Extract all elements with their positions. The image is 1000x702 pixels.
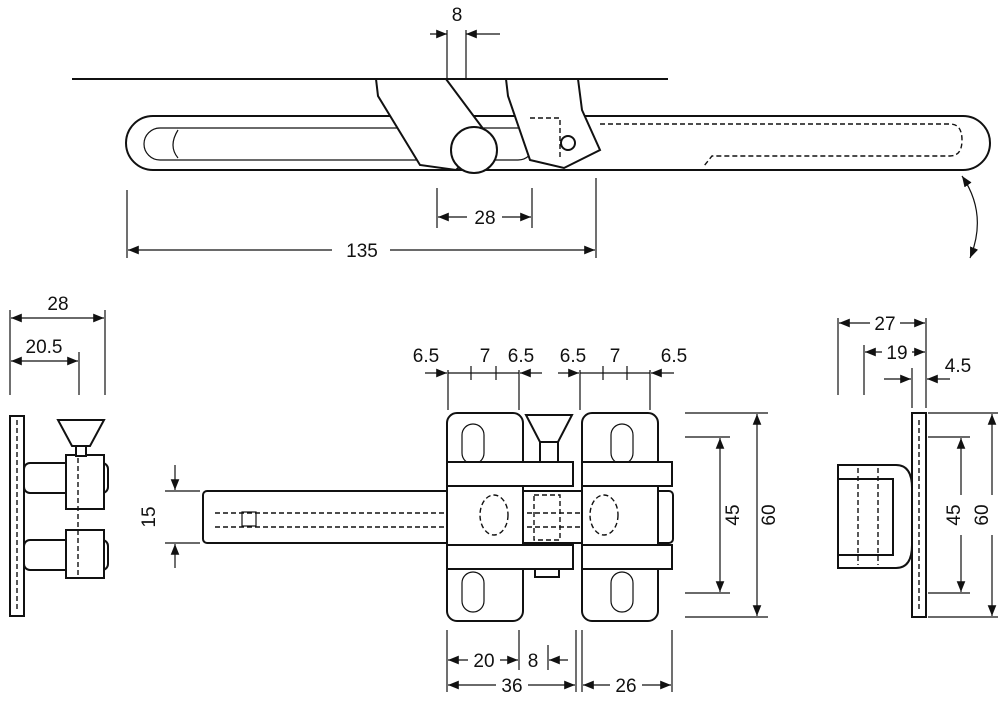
dim-top-28: 28 [474,208,495,229]
dim-right-60: 60 [972,504,993,525]
slider-knob [450,126,498,174]
dim-left-20-5: 20.5 [26,337,63,358]
hidden-pivot-line [530,117,561,160]
pivot-bracket [504,78,602,170]
right-plate-slot-bottom [610,571,634,613]
front-view: 15 6.5 7 6.5 6.5 7 6.5 45 60 [139,346,791,697]
pivot-pin [560,135,576,151]
hidden-slot-line [600,123,963,167]
swing-arrow [961,175,979,259]
dim-front-8: 8 [528,651,539,672]
dim-front-45: 45 [723,504,744,525]
right-base-plate [911,412,927,618]
right-view: 27 19 4.5 45 60 [837,312,1000,618]
dim-right-4-5: 4.5 [945,356,971,377]
top-view: 8 28 135 [72,5,991,262]
dim-front-top-left-a: 6.5 [413,346,439,367]
dim-top-135: 135 [346,241,378,262]
dim-front-top-left-b: 7 [480,346,491,367]
dim-front-top-right-b: 7 [610,346,621,367]
dim-front-top-right-c: 6.5 [661,346,687,367]
right-plate [581,412,659,622]
left-upper-block [65,454,105,510]
left-plate [446,412,524,622]
dim-right-19: 19 [886,343,907,364]
right-bolt-end [837,478,894,556]
dim-front-60: 60 [759,504,780,525]
left-lower-block [65,529,105,579]
dim-front-36: 36 [501,676,522,697]
left-plate-slot-bottom [461,571,485,613]
dim-front-20: 20 [473,651,494,672]
dim-right-27: 27 [874,314,895,335]
front-knob [524,414,574,443]
dim-left-28: 28 [47,294,68,315]
bolt-bar [202,490,674,544]
left-view: 28 20.5 [9,294,109,617]
dim-right-45: 45 [944,504,965,525]
dim-front-top-left-c: 6.5 [508,346,534,367]
dim-front-15: 15 [139,506,160,527]
dim-front-top-right-a: 6.5 [560,346,586,367]
slot-end-stop [172,129,179,159]
dim-top-8: 8 [452,5,463,26]
dim-front-26: 26 [615,676,636,697]
left-knob [56,419,106,447]
